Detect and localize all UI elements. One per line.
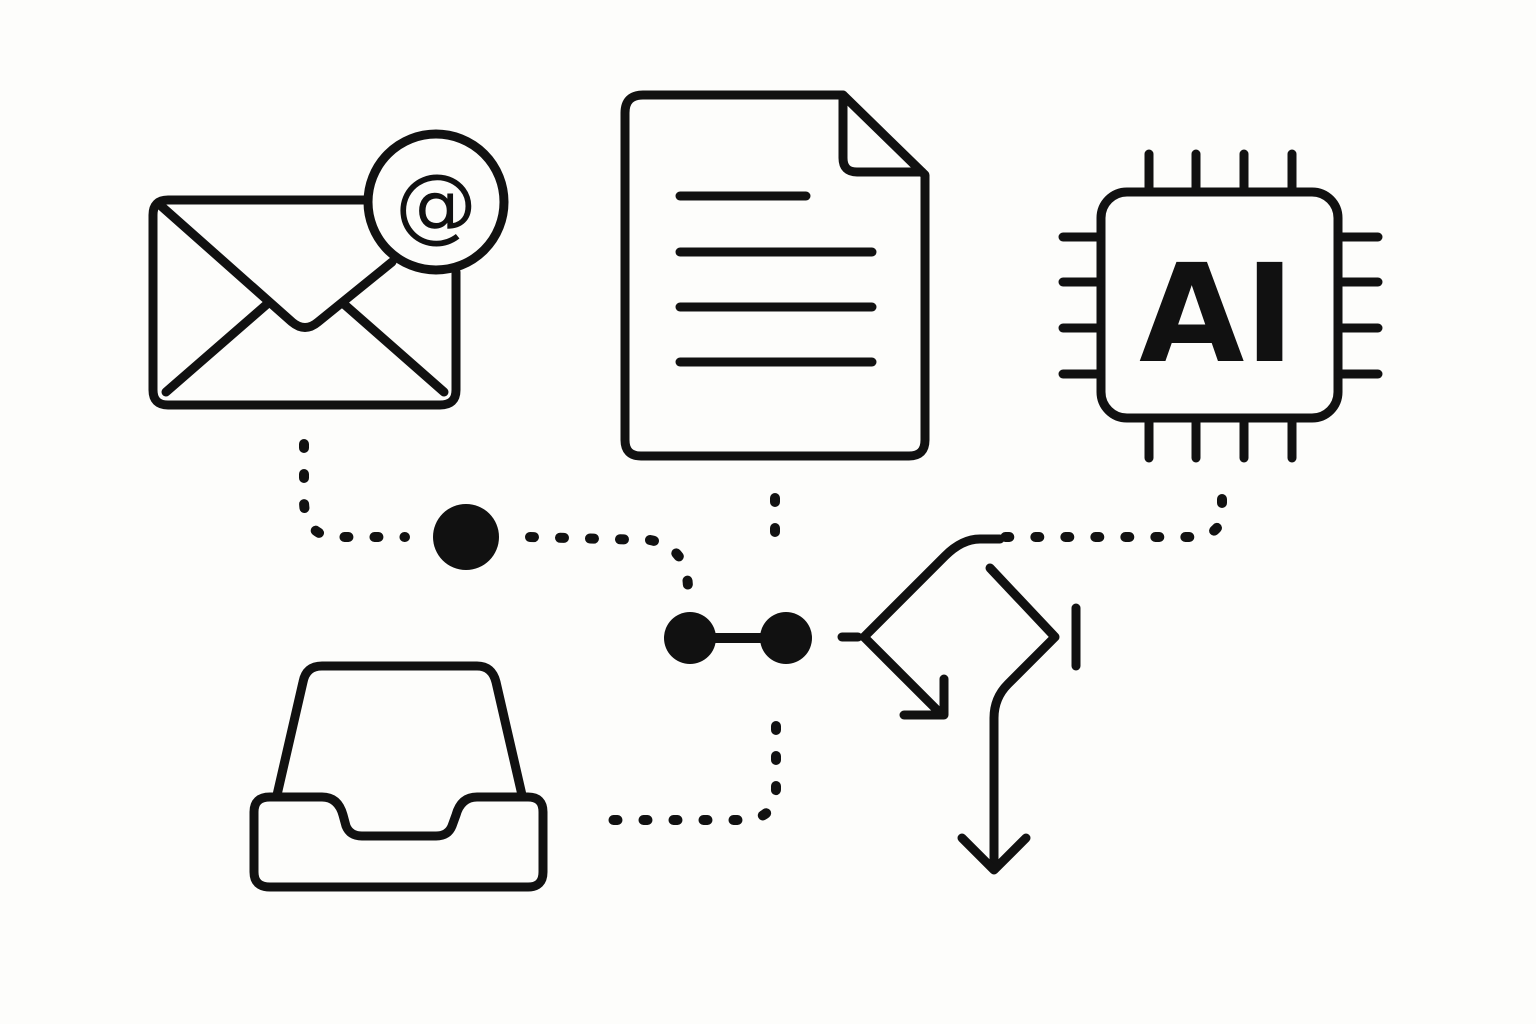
chip-body: [1096, 187, 1343, 423]
tray-back: [272, 661, 527, 800]
hub-node-right: [760, 612, 812, 664]
document-corner-fold: [838, 90, 927, 177]
junction-node: [433, 504, 499, 570]
tray-front: [249, 792, 548, 892]
router-down-arrowhead: [957, 833, 1031, 875]
document-icon: [620, 90, 930, 461]
connector-email-to-node: [299, 439, 410, 542]
ai-chip-icon: [1058, 149, 1383, 463]
document-page: [620, 90, 930, 461]
router-lower-arrowhead: [899, 674, 949, 720]
hub-node-left: [664, 612, 716, 664]
dotted-connectors: [299, 439, 1227, 825]
router-upper-path: [859, 534, 1005, 642]
email-at-icon: [148, 129, 509, 410]
connector-hub-to-inbox: [598, 721, 781, 825]
envelope-flap: [155, 200, 397, 332]
at-badge-circle: [363, 129, 509, 275]
envelope-fold-right: [340, 300, 449, 397]
split-routing-arrows-icon: [837, 534, 1081, 875]
chip-label: AI: [1139, 236, 1295, 394]
connector-node-to-hub: [525, 532, 693, 595]
at-badge-symbol: @: [395, 157, 477, 252]
connector-chip-to-router: [995, 494, 1227, 542]
inbox-tray-icon: [249, 661, 548, 892]
envelope-fold-left: [161, 300, 271, 397]
hub-connector-icon: [664, 612, 812, 664]
router-down-path: [985, 563, 1060, 871]
router-lower-branch: [859, 632, 947, 720]
